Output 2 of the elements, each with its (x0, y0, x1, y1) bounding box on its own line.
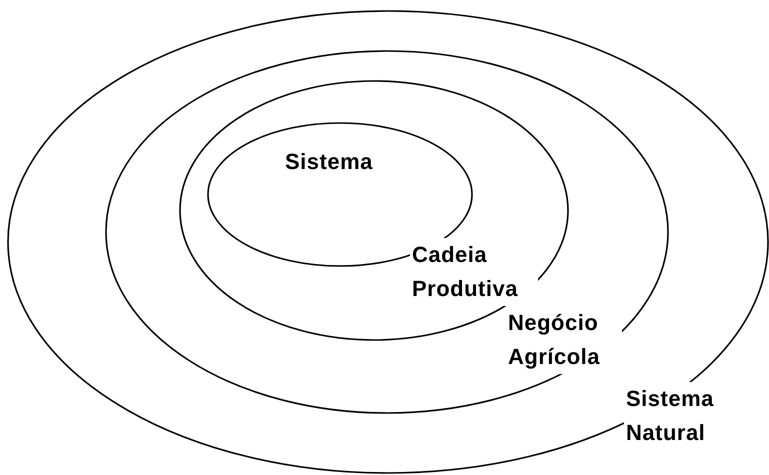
region-label: Negócio Agrícola (506, 306, 622, 374)
region-label: Cadeia Produtiva (410, 238, 538, 306)
